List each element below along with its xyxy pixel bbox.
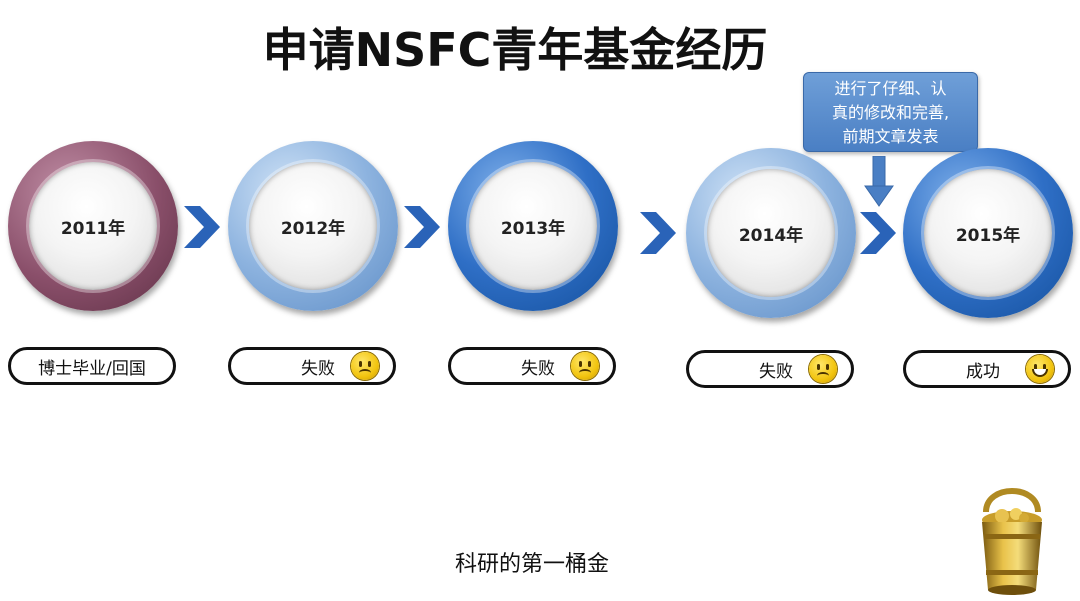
status-label: 失败 (759, 361, 793, 382)
caption: 科研的第一桶金 (455, 552, 610, 577)
sad-face-icon (571, 352, 599, 380)
status-pill-2011: 博士毕业/回国 (8, 347, 176, 385)
year-label: 2013年 (500, 218, 566, 239)
year-label: 2015年 (955, 225, 1021, 246)
timeline-node-2013: 2013年 (448, 141, 618, 311)
callout-line: 进行了仔细、认 (834, 79, 947, 98)
callout-line: 真的修改和完善, (831, 103, 950, 122)
year-label: 2014年 (738, 225, 804, 246)
chevron-right-icon (640, 212, 676, 254)
sad-face-icon (809, 355, 837, 383)
status-pill-2014: 失败 (686, 350, 854, 388)
gold-bucket-icon (982, 488, 1042, 595)
status-label: 成功 (966, 361, 1000, 382)
status-label: 失败 (301, 358, 335, 379)
timeline-node-2011: 2011年 (8, 141, 178, 311)
status-pill-2012: 失败 (228, 347, 396, 385)
callout-box: 进行了仔细、认 真的修改和完善, 前期文章发表 (803, 72, 978, 152)
sad-face-icon (351, 352, 379, 380)
status-label: 失败 (521, 358, 555, 379)
year-label: 2011年 (60, 218, 126, 239)
down-arrow-icon (864, 156, 894, 207)
chevron-right-icon (404, 206, 440, 248)
page-title: 申请NSFC青年基金经历 (262, 23, 768, 77)
year-label: 2012年 (280, 218, 346, 239)
timeline-node-2014: 2014年 (686, 148, 856, 318)
happy-face-icon (1026, 355, 1054, 383)
status-pill-2013: 失败 (448, 347, 616, 385)
status-label: 博士毕业/回国 (38, 358, 146, 379)
chevron-right-icon (184, 206, 220, 248)
timeline-node-2015: 2015年 (903, 148, 1073, 318)
status-pill-2015: 成功 (903, 350, 1071, 388)
chevron-right-icon (860, 212, 896, 254)
callout-line: 前期文章发表 (842, 127, 939, 146)
timeline-node-2012: 2012年 (228, 141, 398, 311)
